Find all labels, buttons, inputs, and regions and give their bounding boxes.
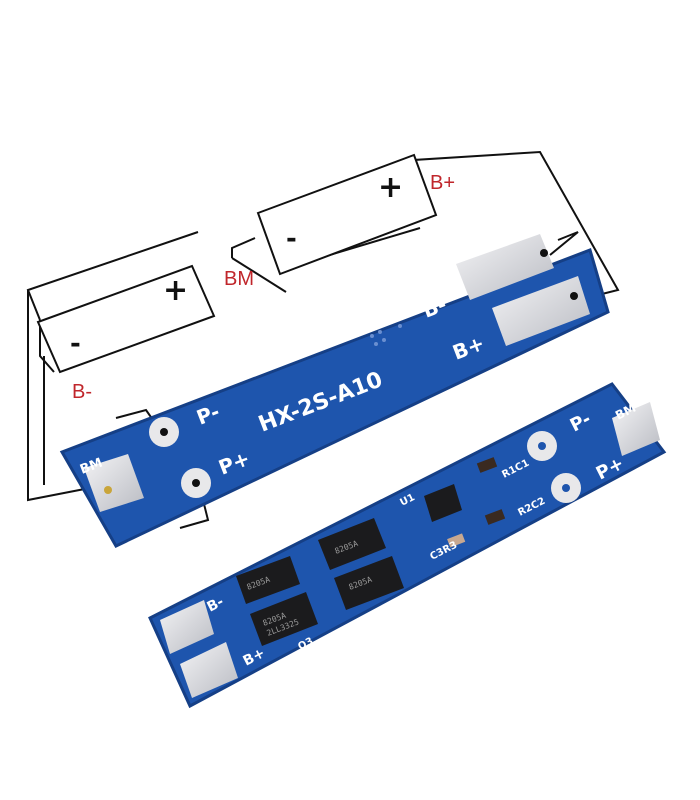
mosfet-chip: 8205A — [318, 518, 386, 570]
cell-bottom-minus: - — [70, 329, 81, 359]
cell-bottom-plus: + — [163, 273, 188, 308]
resistor — [484, 509, 506, 525]
battery-cell-bottom: - + — [36, 264, 216, 374]
pcb-top: HX-2S-A10 P- P+ B- B+ BM — [59, 234, 610, 548]
battery-cell-top: - + — [256, 153, 438, 276]
mosfet-chip: 8205A 2LL3325 — [250, 592, 318, 646]
mosfet-chip: 8205A — [236, 556, 300, 604]
label-b-minus: B- — [72, 381, 92, 403]
capacitor — [447, 533, 466, 548]
pad-bm-bottom — [612, 402, 660, 456]
pad-b-plus-bottom — [180, 642, 238, 698]
solder-dot — [104, 486, 112, 494]
ic-u1 — [424, 484, 462, 522]
silk-b-minus-bottom: B- — [205, 594, 227, 616]
pad-b-minus-bottom — [160, 600, 214, 654]
pad-b-minus-top — [456, 234, 554, 300]
mosfet-chip: 8205A — [334, 556, 404, 610]
resistor — [476, 457, 498, 473]
cell-top-minus: - — [286, 224, 297, 254]
cell-top-plus: + — [378, 170, 403, 205]
label-bm: BM — [224, 268, 254, 290]
pad-bm-top — [84, 454, 144, 512]
pcb-bottom: 8205A 8205A 2LL3325 8205A 8205A P- P+ BM… — [148, 382, 667, 709]
pad-b-plus-top — [492, 276, 590, 346]
label-b-plus: B+ — [430, 172, 455, 194]
